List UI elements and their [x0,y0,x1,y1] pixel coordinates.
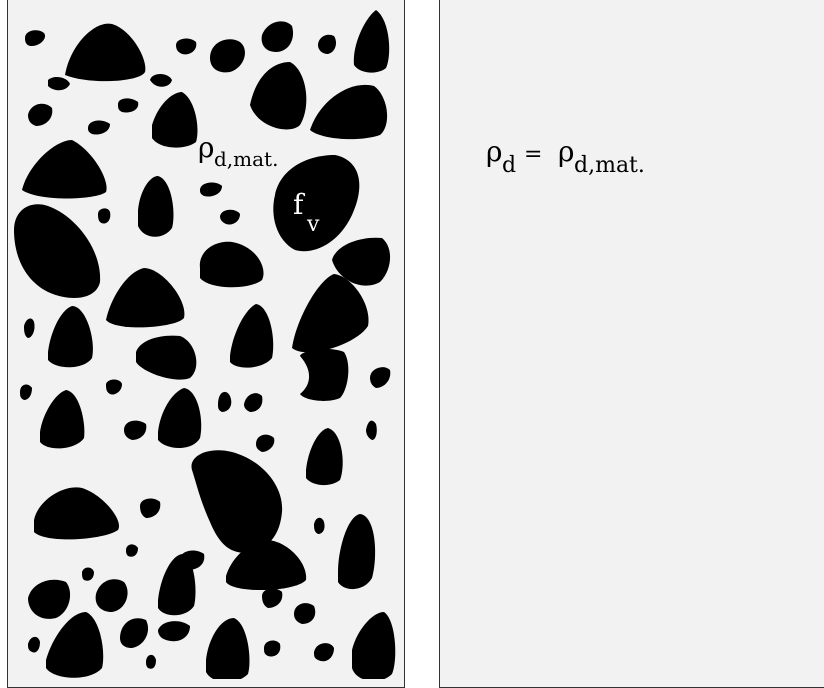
particle [96,579,128,612]
particle [292,274,369,352]
particle [300,349,348,401]
particle [306,428,343,485]
equation-lhs-subscript: d [502,153,516,178]
particle [366,421,377,440]
particle [338,514,375,589]
particle [28,104,52,126]
particle [250,62,306,129]
particle [318,35,336,54]
equation-lhs-symbol: ρ [486,135,502,168]
particle [48,77,70,90]
particle [126,544,138,556]
equation-rhs-symbol: ρ [558,135,574,168]
particle [256,435,274,452]
particle [106,380,122,395]
particle [220,210,240,225]
particle [370,367,390,388]
matrix-density-subscript: d,mat. [214,147,278,171]
particle [24,319,35,338]
equation-equals: = [524,142,542,167]
particle [46,612,103,678]
particle [352,612,395,679]
particle [25,30,45,46]
particle [158,621,190,641]
particle [136,336,196,380]
particle [264,641,280,657]
particle [200,242,264,287]
particle [124,421,146,440]
particle [118,98,138,112]
particle [28,580,70,619]
particle [140,499,160,518]
particle [206,618,249,679]
particle [82,568,94,581]
particle [310,85,387,139]
particle [98,208,110,223]
particle [314,518,325,534]
particle [146,655,156,669]
particle [152,92,197,148]
particle [354,10,389,73]
particle [40,390,84,448]
equation-rhs-subscript: d,mat. [574,153,645,178]
particle [22,140,107,199]
particle [138,176,173,237]
particle [314,643,334,661]
particle [65,24,145,82]
volume-fraction-subscript: v [306,212,320,237]
particle [48,306,93,367]
particle [34,487,119,539]
particle [106,268,184,327]
particle [210,39,245,72]
particle [230,304,273,368]
particle [262,21,293,52]
particle [262,589,282,608]
particle [28,637,40,653]
density-equation: ρ d = ρ d,mat. [486,135,645,178]
particle [200,183,222,197]
particle [191,450,282,553]
particle [150,74,172,87]
particle [20,385,32,400]
particle [158,554,196,615]
particle [176,38,196,54]
particle [218,392,231,412]
particle [244,393,262,412]
particle [120,618,148,648]
particle [14,204,100,298]
particles-group [14,10,395,679]
particle [294,603,315,624]
matrix-density-symbol: ρ [198,131,214,164]
matrix-density-label: ρ d,mat. [198,131,278,171]
particle [158,388,201,448]
particle [88,121,110,135]
